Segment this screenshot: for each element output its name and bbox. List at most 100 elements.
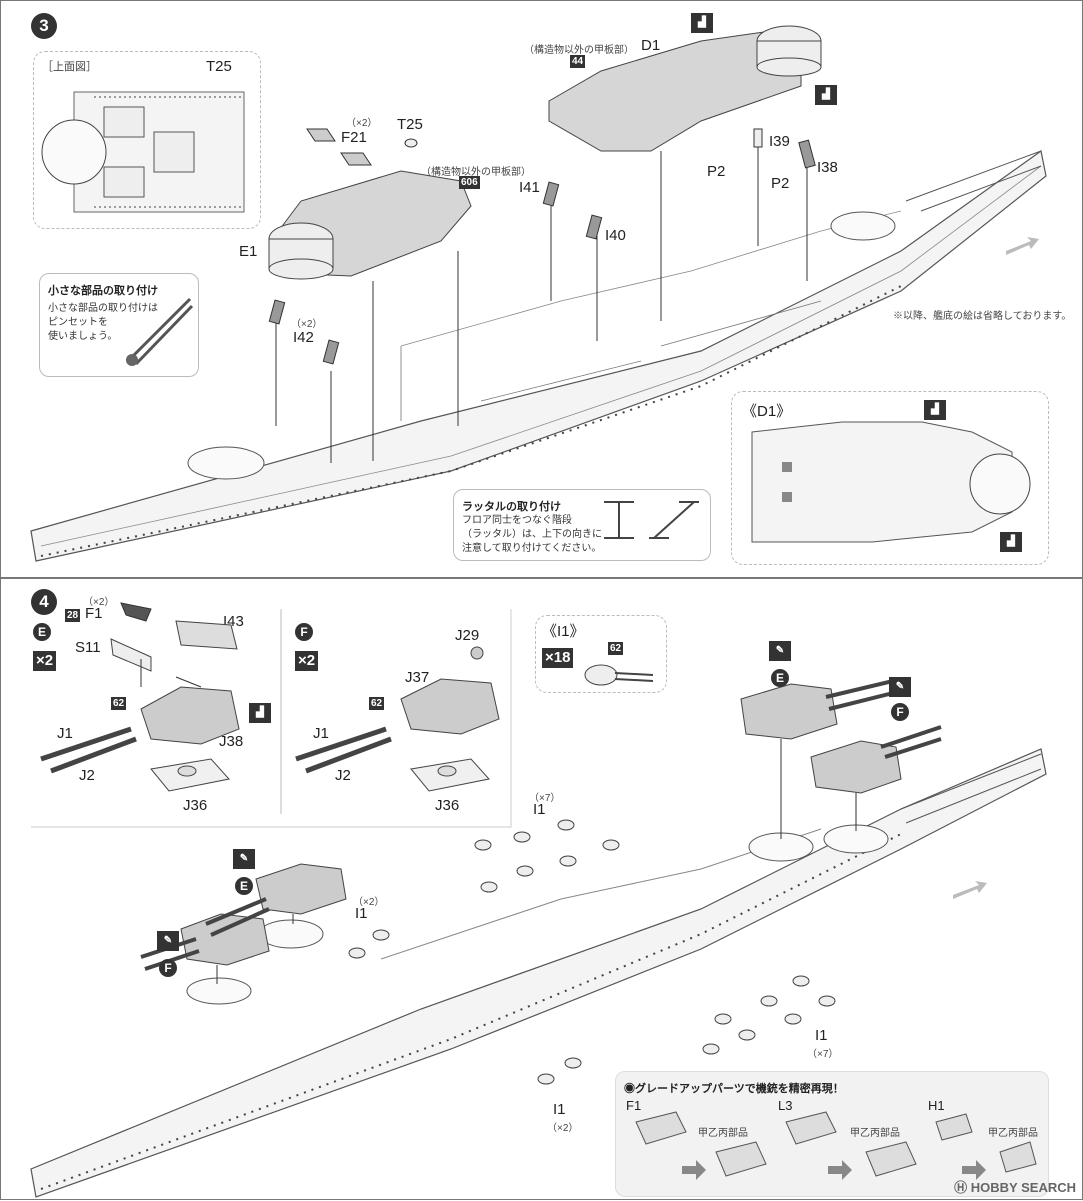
hobby-search-logo-icon: Ⓗ xyxy=(954,1180,971,1195)
step4-drawing xyxy=(30,602,1047,1198)
d1-inset-drawing xyxy=(751,421,1031,543)
part-label-j37: J37 xyxy=(405,669,430,686)
hammer-icon: ✎ xyxy=(889,677,911,697)
top-view-part-t25: T25 xyxy=(206,58,232,75)
i1-qty-x2-mid: （×2） xyxy=(353,897,385,908)
part-label-p2-a: P2 xyxy=(707,163,726,180)
ref-num-62: 62 xyxy=(369,697,385,710)
tip-line-3: 使いましょう。 xyxy=(48,331,118,342)
upgrade-title: ◉グレードアップパーツで機銃を精密再現！ xyxy=(624,1083,844,1095)
part-label-t25: T25 xyxy=(397,116,423,133)
hammer-icon: ✎ xyxy=(769,641,791,661)
part-label-j38: J38 xyxy=(219,733,244,750)
ladder-line-2: （ラッタル）は、上下の向きに xyxy=(462,529,602,540)
part-label-d1: D1 xyxy=(641,37,661,54)
deck-note-d1: （構造物以外の甲板部） xyxy=(524,45,634,56)
step-number-badge: 4 xyxy=(31,589,57,615)
part-label-j36: J36 xyxy=(435,797,460,814)
upgrade-label-l3: 甲乙丙部品 xyxy=(850,1128,900,1139)
watermark-text: HOBBY SEARCH xyxy=(970,1180,1076,1195)
part-label-i38: I38 xyxy=(817,159,838,176)
hull-omitted-note: ※以降、艦底の絵は省略しております。 xyxy=(893,311,1072,322)
ladder-line-3: 注意して取り付けてください。 xyxy=(462,543,602,554)
i1-inset-label: 《I1》 xyxy=(542,623,585,640)
ladder-line-1: フロア同士をつなぐ階段 xyxy=(462,515,572,526)
tweezers-icon xyxy=(126,297,194,366)
turret-f-marker: F xyxy=(891,703,909,721)
part-qty-i42: （×2） xyxy=(291,319,323,330)
top-view-inset: ［上面図］ T25 xyxy=(33,51,261,229)
top-view-drawing xyxy=(41,91,245,213)
upgrade-part-h1: H1 xyxy=(928,1098,945,1113)
upgrade-marker-icon: ▟ xyxy=(249,703,271,723)
upgrade-diagram xyxy=(635,1111,1037,1180)
tip-line-2: ピンセットを xyxy=(48,317,108,328)
upgrade-marker-icon: ▟ xyxy=(815,85,837,105)
upgrade-marker-icon: ▟ xyxy=(691,13,713,33)
turret-e-marker: E xyxy=(771,669,789,687)
part-label-i39: I39 xyxy=(769,133,790,150)
i1-qty: ×18 xyxy=(542,648,574,668)
part-label-j2: J2 xyxy=(335,767,351,784)
turret-f-letter: F xyxy=(295,623,313,641)
upgrade-label-f1: 甲乙丙部品 xyxy=(698,1128,748,1139)
part-label-j36: J36 xyxy=(183,797,208,814)
part-label-j2: J2 xyxy=(79,767,95,784)
part-label-i1: I1 xyxy=(553,1101,566,1118)
d1-detail-inset: 《D1》 ▟ ▟ xyxy=(731,391,1049,565)
part-label-i40: I40 xyxy=(605,227,626,244)
upgrade-marker-icon: ▟ xyxy=(924,400,946,420)
i1-qty-x7-bottom: （×7） xyxy=(807,1049,839,1060)
turret-e-marker: E xyxy=(235,877,253,895)
hull-drawing-step3 xyxy=(30,25,1047,562)
ref-num-62: 62 xyxy=(608,642,624,655)
step-number-badge: 3 xyxy=(31,13,57,39)
ladder-diagram-icon xyxy=(604,501,699,539)
i1-qty-x2-bottom: （×2） xyxy=(547,1123,579,1134)
i1-qty-x7-top: （×7） xyxy=(529,793,561,804)
turret-f-marker: F xyxy=(159,959,177,977)
ladder-note-title: ラッタルの取り付け xyxy=(462,501,561,513)
upgrade-part-f1: F1 xyxy=(626,1098,642,1113)
ladder-note-body: フロア同士をつなぐ階段 （ラッタル）は、上下の向きに 注意して取り付けてください… xyxy=(462,514,602,556)
upgrade-label-h1: 甲乙丙部品 xyxy=(988,1128,1038,1139)
part-label-f1: F1 xyxy=(85,605,103,622)
part-label-f21: F21 xyxy=(341,129,367,146)
part-qty-f21: （×2） xyxy=(346,118,378,129)
part-label-i42: I42 xyxy=(293,329,314,346)
tip-line-1: 小さな部品の取り付けは xyxy=(48,303,158,314)
step-3-panel: 3 xyxy=(0,0,1083,578)
turret-e-letter: E xyxy=(33,623,51,641)
small-parts-tip-box: 小さな部品の取り付け 小さな部品の取り付けは ピンセットを 使いましょう。 xyxy=(39,273,199,377)
part-label-i41: I41 xyxy=(519,179,540,196)
ref-num-28: 28 xyxy=(65,609,81,622)
part-label-j29: J29 xyxy=(455,627,480,644)
turret-e-qty: ×2 xyxy=(33,651,57,671)
part-label-i1: I1 xyxy=(533,801,546,818)
upgrade-parts-box: ◉グレードアップパーツで機銃を精密再現！ F1 甲乙丙部品 L3 甲乙丙部品 H… xyxy=(615,1071,1049,1197)
part-label-s11: S11 xyxy=(75,639,101,656)
small-parts-tip-body: 小さな部品の取り付けは ピンセットを 使いましょう。 xyxy=(48,302,158,344)
part-label-i1: I1 xyxy=(355,905,368,922)
i1-detail-inset: 《I1》 ×18 62 xyxy=(535,615,667,693)
part-label-j1: J1 xyxy=(57,725,73,742)
ladder-note-box: ラッタルの取り付け フロア同士をつなぐ階段 （ラッタル）は、上下の向きに 注意し… xyxy=(453,489,711,561)
part-label-i1: I1 xyxy=(815,1027,828,1044)
part-label-j1: J1 xyxy=(313,725,329,742)
d1-inset-label: 《D1》 xyxy=(742,403,792,420)
upgrade-marker-icon: ▟ xyxy=(1000,532,1022,552)
ref-num-62: 62 xyxy=(111,697,127,710)
deck-num-e1: 606 xyxy=(459,176,480,189)
step-4-panel: 4 E ×2 （×2） 28 F1 S11 I43 62 J1 J2 J38 J… xyxy=(0,578,1083,1200)
deck-num-d1: 44 xyxy=(570,55,586,68)
hammer-icon: ✎ xyxy=(233,849,255,869)
turret-f-qty: ×2 xyxy=(295,651,319,671)
hammer-icon: ✎ xyxy=(157,931,179,951)
part-label-e1: E1 xyxy=(239,243,258,260)
watermark: Ⓗ HOBBY SEARCH xyxy=(954,1177,1076,1196)
part-label-p2-b: P2 xyxy=(771,175,790,192)
deck-note-e1: （構造物以外の甲板部） xyxy=(421,167,531,178)
top-view-label: ［上面図］ xyxy=(42,61,97,73)
small-parts-tip-title: 小さな部品の取り付け xyxy=(48,285,158,297)
part-qty-f1: （×2） xyxy=(83,597,115,608)
